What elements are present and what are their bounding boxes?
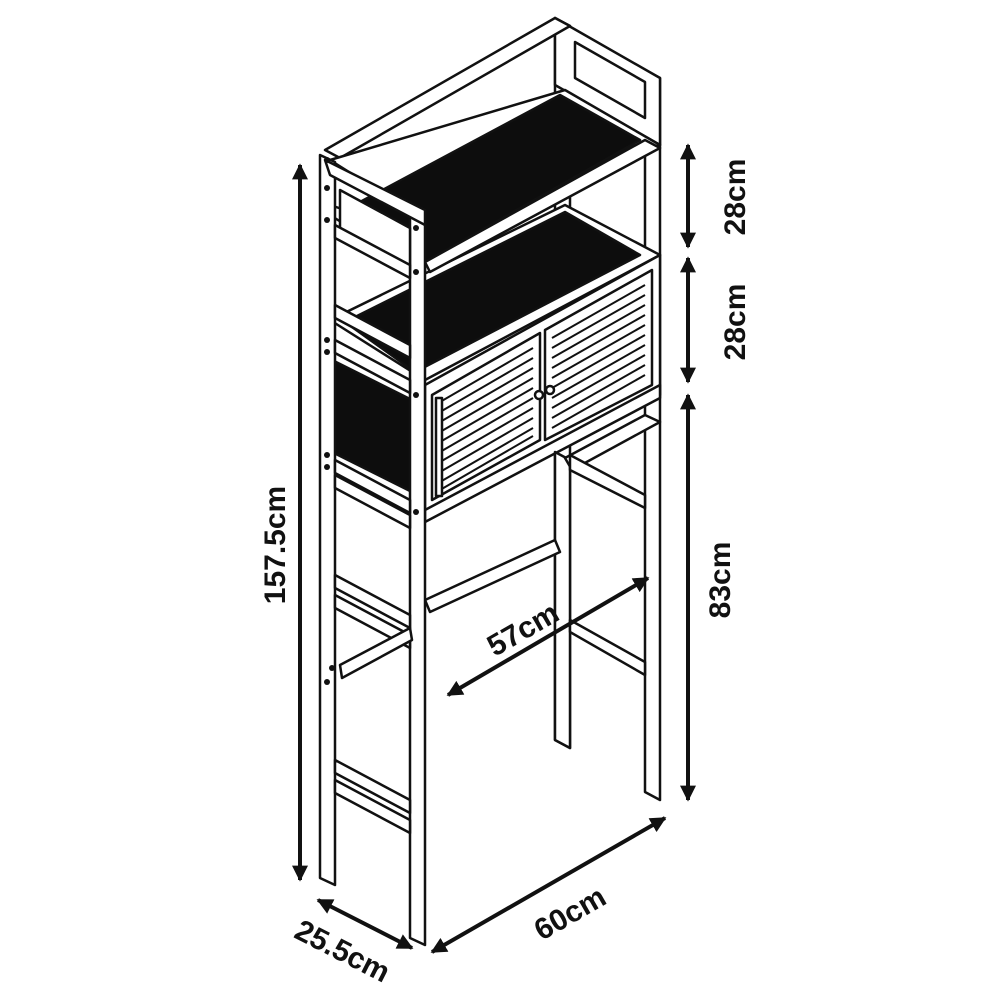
depth-label: 25.5cm: [289, 914, 395, 990]
inner-width-arrow: [446, 576, 650, 697]
cabinet-door-left[interactable]: [430, 331, 542, 502]
total-height-label: 157.5cm: [259, 486, 292, 604]
front-left-side-frame: [318, 153, 427, 947]
middle-gap-label: 28cm: [719, 284, 752, 361]
shelf-unit: [318, 16, 662, 947]
cabinet-door-right[interactable]: [543, 268, 654, 442]
top-back-rail: [323, 16, 572, 160]
leg-height-label: 83cm: [704, 542, 737, 619]
top-right-side-frame: [553, 16, 662, 147]
depth-arrow: [316, 898, 414, 950]
door-knob-left[interactable]: [533, 389, 545, 401]
cabinet: [423, 253, 662, 524]
width-arrow: [430, 816, 667, 954]
bolts: [324, 157, 419, 685]
dimension-arrows: [292, 143, 696, 954]
door-knob-right[interactable]: [544, 384, 556, 396]
front-lower-crossbar: [338, 626, 414, 680]
top-gap-label: 28cm: [719, 159, 752, 236]
